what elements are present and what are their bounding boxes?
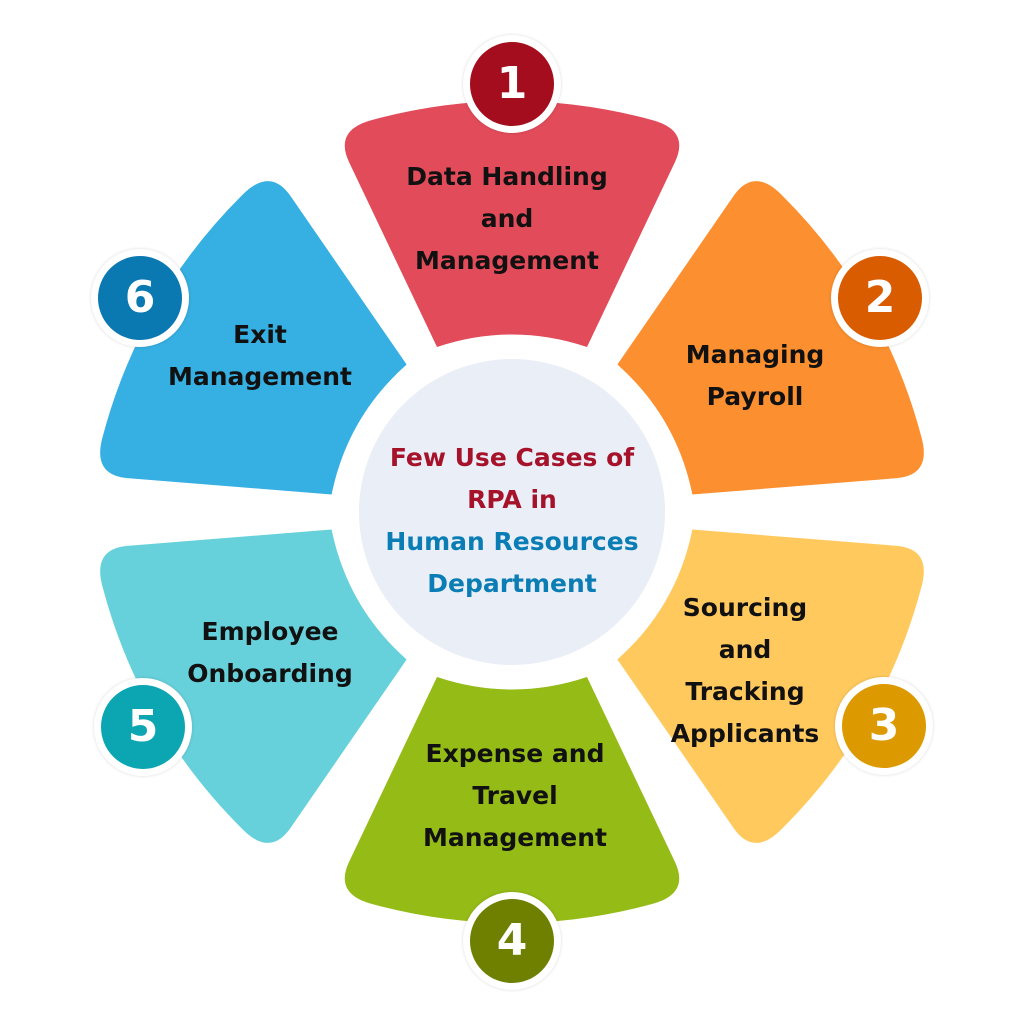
number-badge-1: 1 bbox=[463, 35, 561, 133]
item-label-line: Payroll bbox=[706, 382, 804, 411]
item-label-line: Expense and bbox=[425, 739, 605, 768]
petal-4 bbox=[344, 677, 680, 923]
item-label-line: Tracking bbox=[685, 677, 805, 706]
number-badge-5: 5 bbox=[94, 678, 192, 776]
subtitle-line: Human Resources bbox=[385, 527, 639, 556]
petal-5 bbox=[100, 529, 407, 843]
number-badge-2: 2 bbox=[831, 249, 929, 347]
item-label-line: Management bbox=[167, 362, 353, 391]
center-title: Few Use Cases of RPA in Human Resources … bbox=[385, 437, 638, 605]
item-label-line: Management bbox=[414, 246, 600, 275]
item-label-line: Exit bbox=[233, 320, 287, 349]
number-badge-4: 4 bbox=[463, 892, 561, 990]
item-label-line: Applicants bbox=[670, 719, 820, 748]
petal-2 bbox=[617, 181, 924, 495]
subtitle-line: Department bbox=[427, 569, 597, 598]
item-label-line: and bbox=[718, 635, 772, 664]
item-label-line: Sourcing bbox=[682, 593, 808, 622]
number-badge-3: 3 bbox=[835, 677, 933, 775]
title-line: RPA in bbox=[467, 485, 557, 514]
item-label-line: Management bbox=[422, 823, 608, 852]
item-label-line: Data Handling bbox=[406, 162, 608, 191]
petal-1 bbox=[344, 101, 680, 347]
number-badge-6: 6 bbox=[91, 249, 189, 347]
item-label-line: Travel bbox=[472, 781, 558, 810]
petal-6 bbox=[100, 181, 407, 495]
item-label-line: and bbox=[480, 204, 534, 233]
center-circle bbox=[359, 359, 665, 665]
title-line: Few Use Cases of bbox=[389, 443, 635, 472]
item-label-line: Managing bbox=[685, 340, 825, 369]
item-label-line: Employee bbox=[201, 617, 339, 646]
item-label-line: Onboarding bbox=[187, 659, 353, 688]
petal-3 bbox=[617, 529, 924, 843]
